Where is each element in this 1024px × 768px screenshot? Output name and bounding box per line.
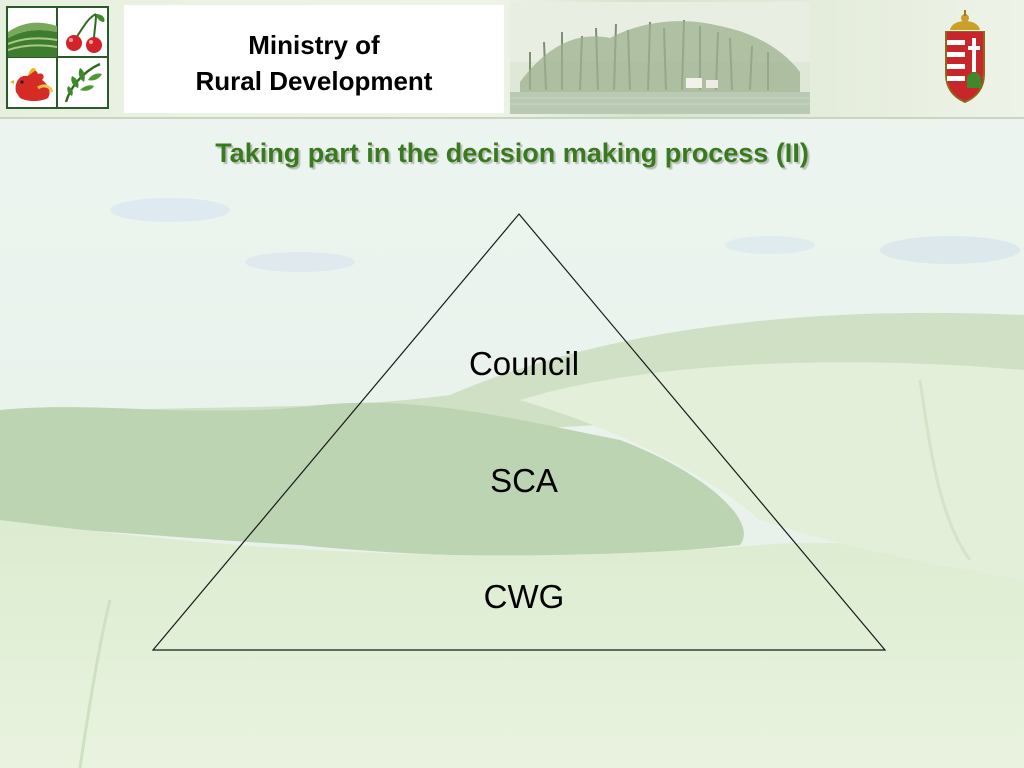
- pyramid-level-sca: SCA: [490, 462, 558, 499]
- pyramid-triangle: [151, 213, 887, 651]
- ministry-name-line1: Ministry of: [248, 30, 380, 60]
- hungarian-coat-of-arms-icon: [945, 10, 985, 104]
- ministry-name-box: Ministry of Rural Development: [124, 5, 504, 113]
- header-band: Ministry of Rural Development: [0, 0, 1024, 119]
- field-icon: [8, 22, 57, 57]
- rooster-icon: [10, 68, 54, 101]
- cherries-icon: [66, 13, 105, 53]
- ministry-name-line2: Rural Development: [195, 66, 433, 96]
- ministry-name: Ministry of Rural Development: [124, 27, 504, 99]
- lake-trees-photo: [510, 2, 810, 114]
- pyramid-level-council: Council: [468, 345, 580, 382]
- ministry-logo: [6, 6, 109, 109]
- logo-divider: [8, 56, 107, 58]
- pyramid-level-cwg: CWG: [483, 578, 565, 615]
- slide-title: Taking part in the decision making proce…: [215, 138, 809, 168]
- leaf-icon: [64, 62, 102, 103]
